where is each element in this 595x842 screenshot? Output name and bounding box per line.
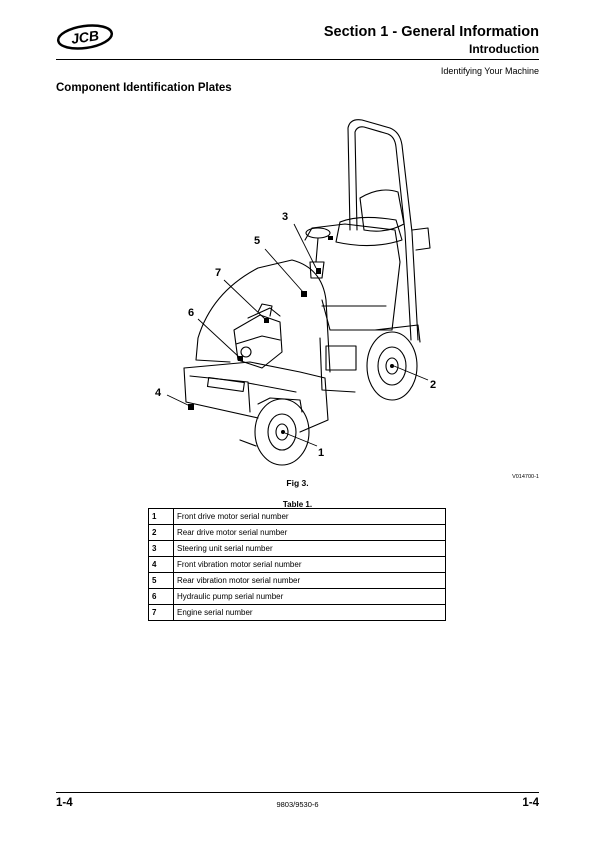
figure-image-code: V014700-1 xyxy=(512,474,539,480)
row-label: Front vibration motor serial number xyxy=(173,556,446,573)
table-row: 6 Hydraulic pump serial number xyxy=(148,588,446,605)
page-heading: Component Identification Plates xyxy=(56,82,232,94)
header-rule xyxy=(56,59,539,60)
callout-4: 4 xyxy=(155,387,162,399)
callout-1: 1 xyxy=(318,447,324,459)
row-number: 3 xyxy=(148,540,174,557)
leader-line-3 xyxy=(293,223,317,269)
leader-line-7 xyxy=(223,279,266,320)
page-number-left: 1-4 xyxy=(56,797,73,809)
machine-illustration: 1 2 3 4 5 6 7 xyxy=(155,119,436,466)
table-row: 1 Front drive motor serial number xyxy=(148,508,446,525)
row-label: Steering unit serial number xyxy=(173,540,446,557)
row-label: Rear drive motor serial number xyxy=(173,524,446,541)
figure-caption: Fig 3. xyxy=(286,478,309,488)
svg-text:JCB: JCB xyxy=(70,27,100,47)
table-row: 2 Rear drive motor serial number xyxy=(148,524,446,541)
section-title: Section 1 - General Information xyxy=(323,24,539,40)
leader-line-6 xyxy=(197,318,240,358)
topic-label: Identifying Your Machine xyxy=(440,66,539,76)
row-label: Front drive motor serial number xyxy=(173,508,446,525)
table-caption: Table 1. xyxy=(282,500,313,509)
row-label: Rear vibration motor serial number xyxy=(173,572,446,589)
component-table: 1 Front drive motor serial number 2 Rear… xyxy=(148,508,446,621)
table-row: 5 Rear vibration motor serial number xyxy=(148,572,446,589)
row-label: Engine serial number xyxy=(173,604,446,621)
row-number: 7 xyxy=(148,604,174,621)
table-row: 3 Steering unit serial number xyxy=(148,540,446,557)
leader-line-2 xyxy=(393,365,429,381)
row-number: 1 xyxy=(148,508,174,525)
callout-3: 3 xyxy=(282,211,288,223)
callout-7: 7 xyxy=(215,267,221,279)
row-number: 2 xyxy=(148,524,174,541)
table-row: 4 Front vibration motor serial number xyxy=(148,556,446,573)
row-number: 5 xyxy=(148,572,174,589)
row-label: Hydraulic pump serial number xyxy=(173,588,446,605)
leader-line-5 xyxy=(264,248,304,293)
row-number: 6 xyxy=(148,588,174,605)
leader-line-4 xyxy=(166,394,191,407)
row-number: 4 xyxy=(148,556,174,573)
footer-rule xyxy=(56,792,539,793)
document-number: 9803/9530-6 xyxy=(276,800,319,809)
table-row: 7 Engine serial number xyxy=(148,604,446,621)
callout-2: 2 xyxy=(430,379,436,391)
leader-line-1 xyxy=(284,432,318,447)
page-number-right: 1-4 xyxy=(522,797,539,809)
section-subtitle: Introduction xyxy=(469,42,539,56)
jcb-logo: JCB xyxy=(56,24,114,50)
callout-6: 6 xyxy=(188,307,194,319)
callout-5: 5 xyxy=(254,235,260,247)
